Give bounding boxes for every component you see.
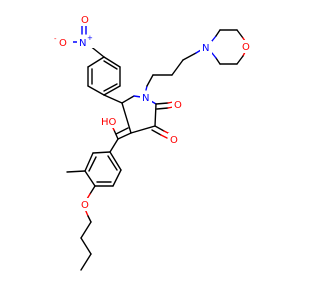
bond [84,152,94,172]
nitro-nitrogen-charge: + [87,34,93,42]
bond [121,102,132,134]
ring-nitrogen-label: N [142,93,149,104]
bond [211,35,217,42]
bond [103,94,123,104]
bond [109,151,122,171]
morpholine-oxygen-label: O [242,42,250,53]
bond [88,156,97,172]
bond [154,103,157,127]
bond [182,52,197,61]
bond [103,85,121,96]
bond [155,102,169,105]
nitro-oxygen-charge: - [54,35,57,43]
bond [109,138,119,153]
bond [103,56,121,68]
carbonyl-oxygen-lower-label: O [170,135,178,146]
bond [80,253,92,271]
bond-layer [66,25,246,271]
bond [84,170,96,187]
bond [113,129,119,140]
bond [103,60,118,70]
bond [117,132,132,140]
bond [171,59,184,76]
hydroxyl-label: HO [101,117,117,128]
bond [87,215,92,223]
bond [87,85,105,96]
bond [154,125,165,132]
nitro-oxygen-label: O [59,38,67,49]
bond [121,95,135,104]
bond [146,74,154,87]
bond [160,134,168,139]
ether-oxygen-label: O [81,200,89,211]
molecule-structure: O - N + O HO N O O N O O [54,13,252,271]
bond [66,170,86,173]
atom-label-layer: O - N + O HO N O O N O O [54,13,252,211]
bond [112,169,122,187]
bond [151,129,162,136]
carbonyl-oxygen-upper-label: O [174,100,182,111]
bond [87,56,105,68]
bond [236,55,244,65]
bond [133,95,142,98]
bond [215,57,221,65]
bond [215,29,221,37]
bond [130,125,156,134]
morpholine-nitrogen-label: N [202,43,209,54]
bond [115,127,129,135]
nitro-nitrogen-label: N [79,38,86,49]
bond [89,185,96,195]
bond [236,29,244,39]
bond [107,155,118,171]
bond [80,237,92,255]
bond [103,83,118,92]
bond [211,52,217,59]
bond [80,221,92,239]
bond [156,107,169,110]
nitro-double-oxygen-label: O [81,15,89,26]
bond [92,151,111,154]
